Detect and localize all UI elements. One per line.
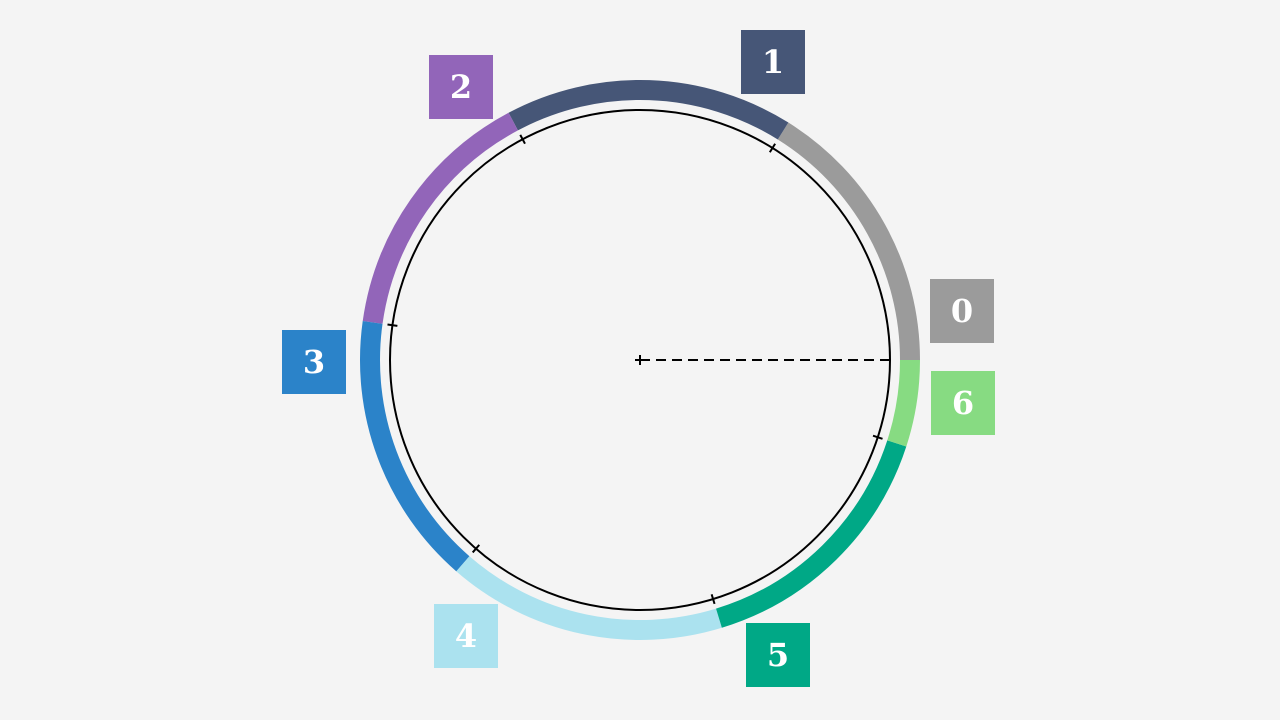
segment-label-6: 6 xyxy=(931,371,995,435)
segment-label-2: 2 xyxy=(429,55,493,119)
ring-arcs xyxy=(360,80,920,640)
segment-label-4: 4 xyxy=(434,604,498,668)
segment-label-5: 5 xyxy=(746,623,810,687)
tick-mark-6 xyxy=(872,434,883,440)
segment-label-3: 3 xyxy=(282,330,346,394)
tick-mark-4 xyxy=(471,544,481,554)
segment-label-1: 1 xyxy=(741,30,805,94)
ring-segment-2 xyxy=(362,112,518,324)
ring-segment-1 xyxy=(508,80,789,140)
ring-segment-5 xyxy=(716,440,907,628)
ring-segment-0 xyxy=(777,122,920,361)
ring-segment-3 xyxy=(360,321,470,572)
segment-label-0: 0 xyxy=(930,279,994,343)
ring-segment-4 xyxy=(456,556,722,640)
tick-mark-1 xyxy=(768,143,776,153)
center-mark xyxy=(635,355,645,365)
tick-mark-5 xyxy=(710,593,716,605)
ring-segment-6 xyxy=(887,359,920,447)
tick-mark-2 xyxy=(519,134,526,145)
tick-mark-3 xyxy=(387,323,398,327)
tick-marks xyxy=(387,134,883,605)
